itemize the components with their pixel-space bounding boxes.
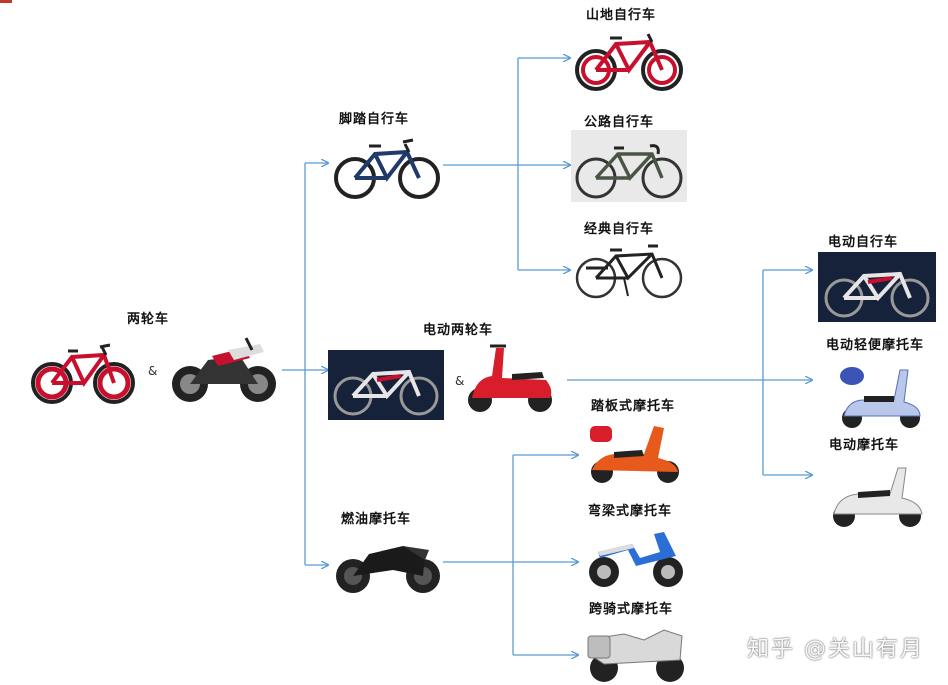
- root-label: 两轮车: [127, 312, 170, 327]
- classic-bicycle-icon: [575, 244, 683, 299]
- corner-mark: [0, 0, 12, 3]
- electric-scooter-icon: [468, 344, 552, 412]
- classic-bike-label: 经典自行车: [584, 222, 655, 237]
- electric-motorcycle-label: 电动摩托车: [829, 438, 900, 453]
- straddle-motorcycle-icon: [587, 629, 684, 682]
- underbone-motorcycle-label: 弯梁式摩托车: [588, 504, 673, 519]
- scooter-motorcycle-label: 踏板式摩托车: [591, 399, 676, 414]
- road-bicycle-icon: [575, 144, 683, 199]
- road-bike-photo-bg: [571, 130, 687, 202]
- electric-amp: &: [455, 374, 465, 388]
- electric-bike-icon: [824, 271, 930, 318]
- watermark: 知乎 @关山有月: [747, 637, 924, 662]
- electric-light-moped-icon: [840, 367, 921, 428]
- mountain-bicycle-icon: [575, 33, 683, 91]
- fuel-motorcycle-label: 燃油摩托车: [341, 512, 412, 527]
- electric-light-moped-label: 电动轻便摩托车: [826, 338, 925, 353]
- fuel-motorcycle-icon: [336, 546, 440, 593]
- electric-bicycle-icon: [333, 369, 439, 416]
- pedal-bike-label: 脚踏自行车: [339, 112, 410, 127]
- underbone-motorcycle-icon: [589, 532, 683, 587]
- pedal-bicycle-icon: [334, 138, 440, 199]
- motorcycle-icon: [172, 337, 276, 402]
- electric-motorcycle-icon: [833, 467, 923, 527]
- root-amp: &: [148, 364, 158, 378]
- electric-bike-photo-bg: [818, 252, 936, 322]
- mountain-bike-label: 山地自行车: [586, 8, 657, 23]
- ebike-photo-bg: [328, 350, 444, 420]
- red-bicycle-icon: [31, 343, 135, 404]
- scooter-motorcycle-icon: [590, 426, 679, 483]
- straddle-motorcycle-label: 跨骑式摩托车: [589, 602, 674, 617]
- electric-two-wheeler-label: 电动两轮车: [423, 323, 494, 338]
- road-bike-label: 公路自行车: [584, 115, 655, 130]
- electric-bike-label: 电动自行车: [828, 235, 899, 250]
